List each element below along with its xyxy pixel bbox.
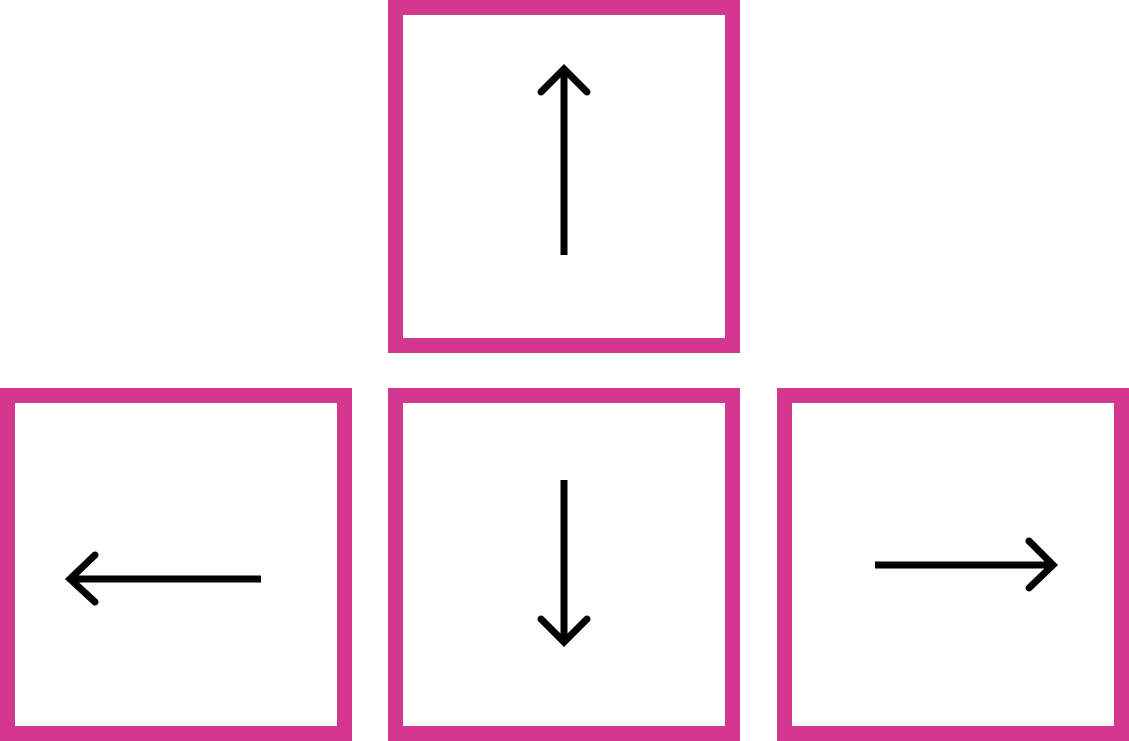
left-key[interactable]	[0, 388, 352, 741]
arrow-down-icon	[537, 480, 591, 647]
arrow-right-icon	[875, 537, 1059, 592]
arrow-left-icon	[64, 551, 261, 606]
up-key[interactable]	[388, 0, 740, 353]
arrow-up-icon	[537, 64, 591, 255]
right-key[interactable]	[777, 388, 1129, 741]
down-key[interactable]	[388, 388, 740, 741]
